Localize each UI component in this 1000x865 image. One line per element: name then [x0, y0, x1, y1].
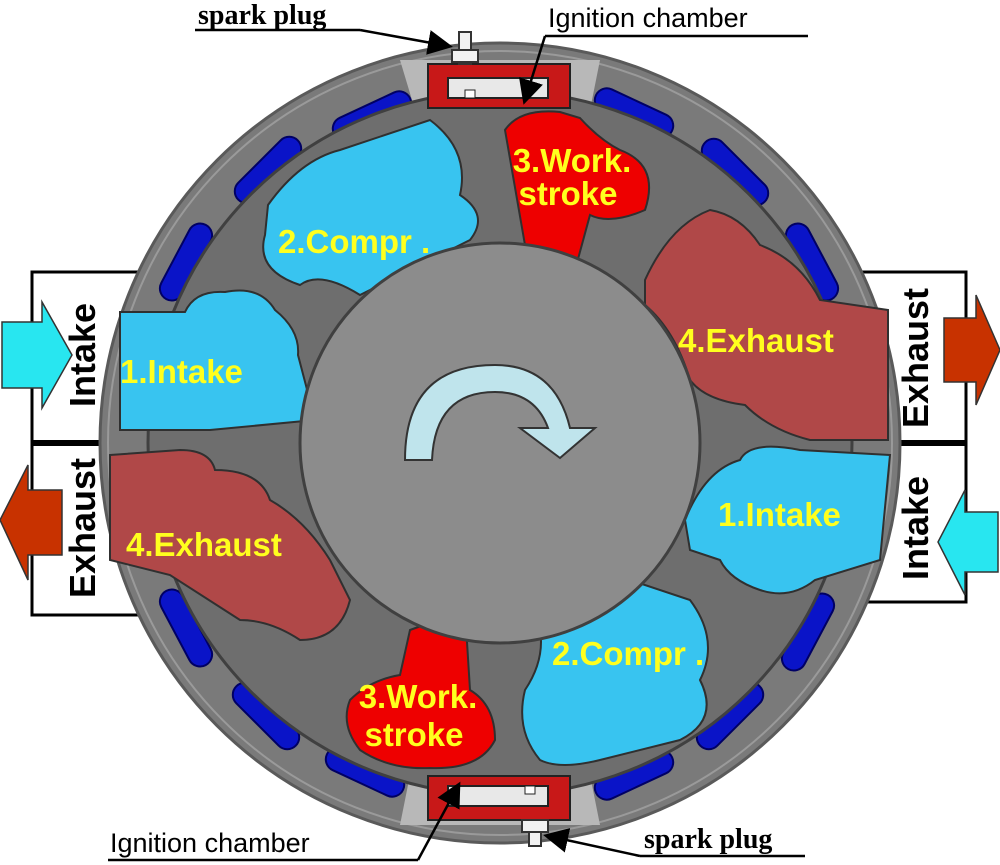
work-chamber-top	[503, 110, 651, 272]
exhaust-arrow-left-icon	[0, 464, 63, 581]
intake-chamber-left	[119, 289, 317, 431]
rotation-arrow-icon	[403, 363, 598, 461]
port-label-right-intake: Intake	[895, 476, 936, 580]
ignition-chamber-top	[427, 63, 571, 109]
phase-label-work-bottom-1: 3.Work.	[359, 678, 478, 715]
intake-arrow-right-icon	[937, 489, 999, 596]
spark-plug-bottom-icon	[521, 819, 549, 847]
phase-label-work-top-2: stroke	[518, 175, 617, 212]
work-chamber-bottom	[345, 608, 497, 770]
phase-label-intake-left: 1.Intake	[120, 353, 243, 390]
callout-spark-plug-bottom: spark plug	[644, 824, 772, 855]
intake-chamber-right	[683, 445, 892, 595]
phase-label-work-bottom-2: stroke	[364, 716, 463, 753]
phase-label-intake-right: 1.Intake	[718, 496, 841, 533]
phase-label-compr-top: 2.Compr .	[278, 223, 430, 260]
phase-label-exhaust-left: 4.Exhaust	[126, 526, 282, 563]
exhaust-chamber-left	[109, 448, 352, 642]
port-label-left-exhaust: Exhaust	[62, 458, 103, 598]
intake-arrow-left-icon	[1, 299, 73, 411]
callout-ignition-chamber-bottom: Ignition chamber	[110, 828, 310, 858]
callout-lines	[108, 28, 808, 862]
port-label-left-intake: Intake	[62, 303, 103, 407]
spark-plug-top-icon	[451, 31, 479, 65]
central-rotor	[298, 241, 702, 645]
callout-spark-plug-top: spark plug	[198, 0, 326, 31]
phase-label-work-top-1: 3.Work.	[513, 142, 632, 179]
phase-label-exhaust-right: 4.Exhaust	[678, 322, 834, 359]
ignition-chamber-bottom	[427, 775, 571, 821]
port-label-right-exhaust: Exhaust	[895, 288, 936, 428]
chambers	[109, 110, 892, 770]
phase-label-compr-bottom: 2.Compr .	[552, 635, 704, 672]
callout-ignition-chamber-top: Ignition chamber	[548, 3, 748, 33]
exhaust-arrow-right-icon	[943, 294, 1000, 406]
compression-chamber-top	[262, 118, 479, 297]
